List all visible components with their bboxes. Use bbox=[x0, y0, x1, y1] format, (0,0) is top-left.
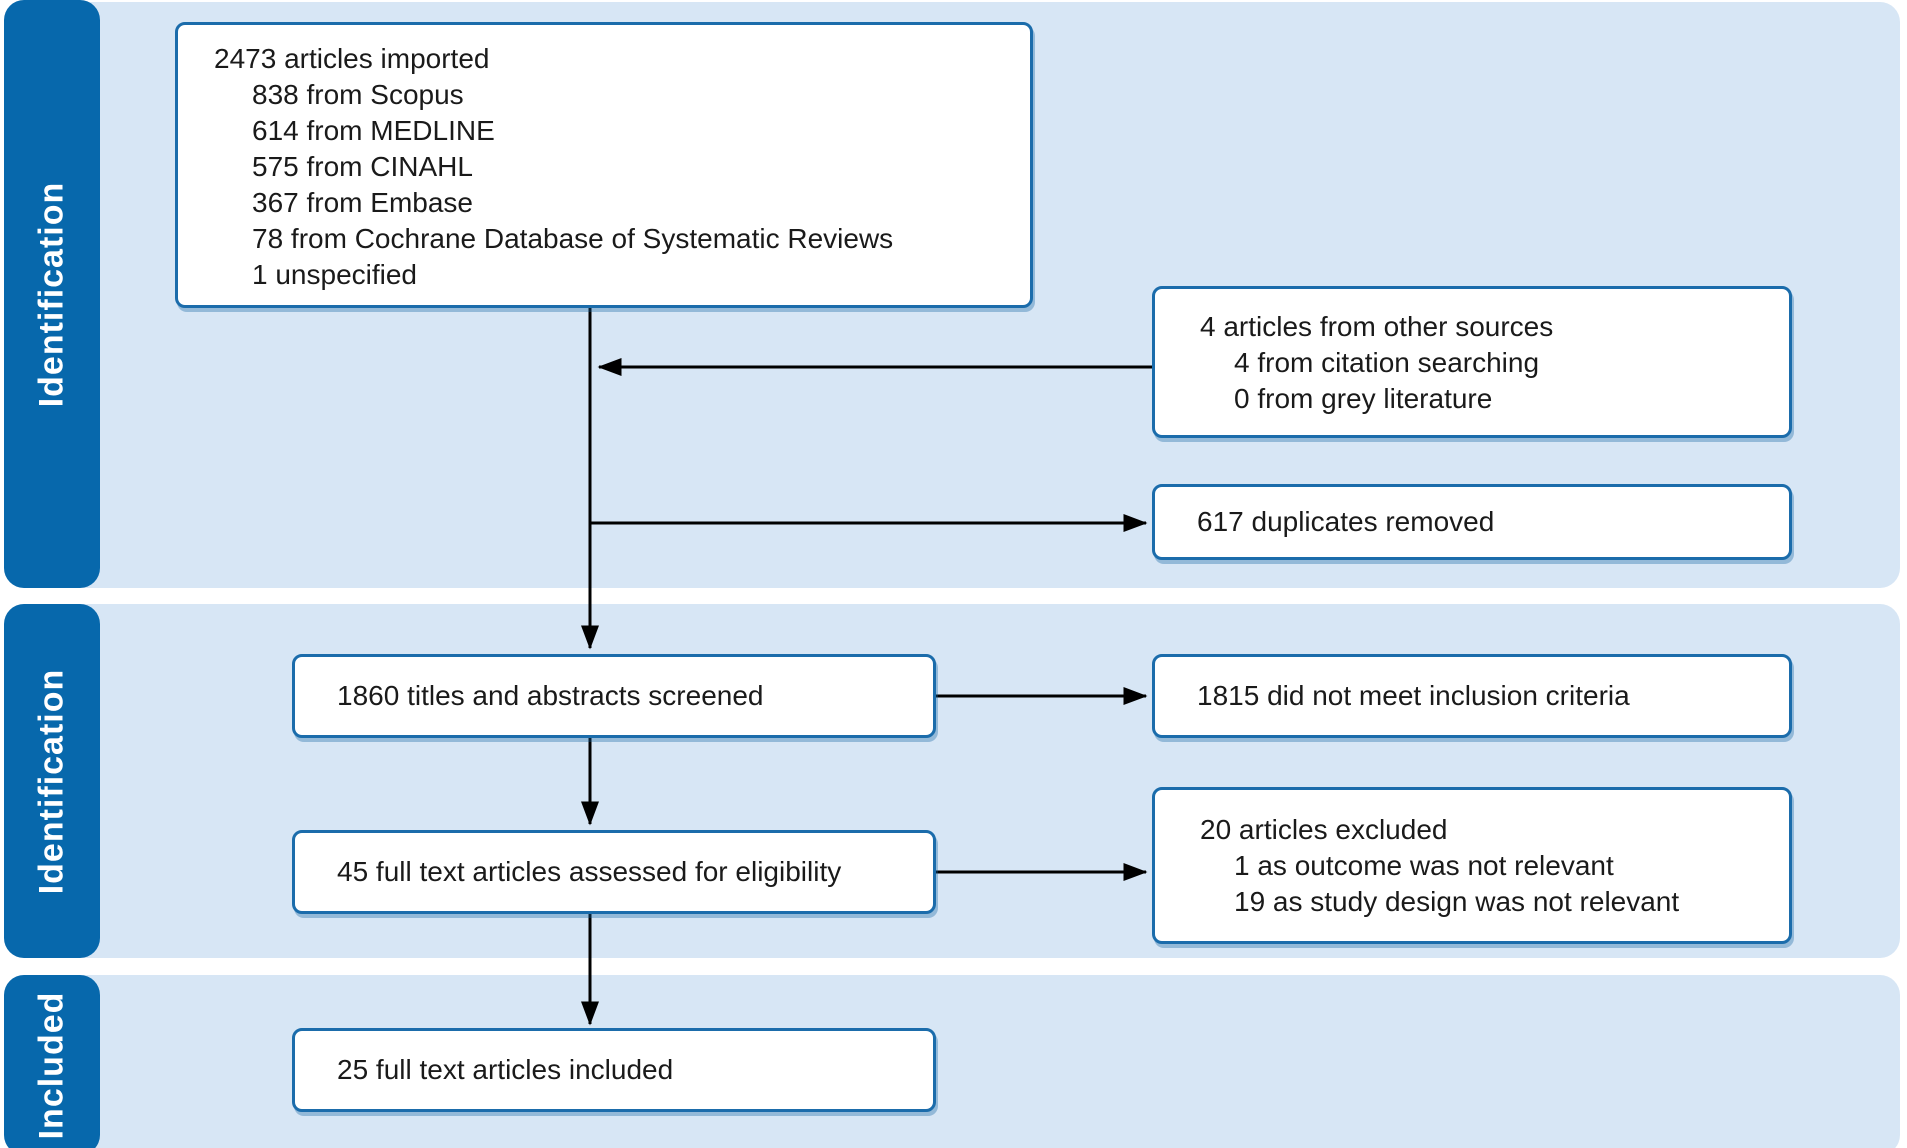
stage-sidebar-identification-middle: Identification bbox=[4, 604, 100, 958]
box-title: 45 full text articles assessed for eligi… bbox=[337, 856, 842, 887]
box-articles-imported: 2473 articles imported 838 from Scopus 6… bbox=[175, 22, 1033, 308]
box-did-not-meet-criteria: 1815 did not meet inclusion criteria bbox=[1152, 654, 1792, 738]
box-item: 0 from grey literature bbox=[1234, 383, 1493, 414]
box-item-list: 1 as outcome was not relevant 19 as stud… bbox=[1200, 848, 1769, 920]
box-fulltext-assessed: 45 full text articles assessed for eligi… bbox=[292, 830, 936, 914]
box-item: 838 from Scopus bbox=[252, 79, 464, 110]
box-titles-abstracts-screened: 1860 titles and abstracts screened bbox=[292, 654, 936, 738]
box-item: 1 as outcome was not relevant bbox=[1234, 850, 1614, 881]
box-title: 20 articles excluded bbox=[1200, 814, 1448, 845]
box-item: 4 from citation searching bbox=[1234, 347, 1540, 378]
box-title: 1815 did not meet inclusion criteria bbox=[1197, 680, 1630, 711]
box-item: 78 from Cochrane Database of Systematic … bbox=[252, 223, 894, 254]
box-title: 4 articles from other sources bbox=[1200, 311, 1554, 342]
box-duplicates-removed: 617 duplicates removed bbox=[1152, 484, 1792, 560]
box-fulltext-included: 25 full text articles included bbox=[292, 1028, 936, 1112]
box-item: 614 from MEDLINE bbox=[252, 115, 495, 146]
stage-sidebar-identification-top: Identification bbox=[4, 0, 100, 588]
box-item: 575 from CINAHL bbox=[252, 151, 473, 182]
box-item-list: 838 from Scopus 614 from MEDLINE 575 fro… bbox=[214, 77, 1010, 293]
box-other-sources: 4 articles from other sources 4 from cit… bbox=[1152, 286, 1792, 438]
box-title: 2473 articles imported bbox=[214, 43, 490, 74]
box-item: 19 as study design was not relevant bbox=[1234, 886, 1680, 917]
stage-sidebar-included: Included bbox=[4, 975, 100, 1148]
box-item: 367 from Embase bbox=[252, 187, 473, 218]
box-title: 1860 titles and abstracts screened bbox=[337, 680, 764, 711]
box-item: 1 unspecified bbox=[252, 259, 418, 290]
box-title: 25 full text articles included bbox=[337, 1054, 674, 1085]
box-item-list: 4 from citation searching 0 from grey li… bbox=[1200, 345, 1769, 417]
box-title: 617 duplicates removed bbox=[1197, 506, 1495, 537]
box-articles-excluded: 20 articles excluded 1 as outcome was no… bbox=[1152, 787, 1792, 944]
